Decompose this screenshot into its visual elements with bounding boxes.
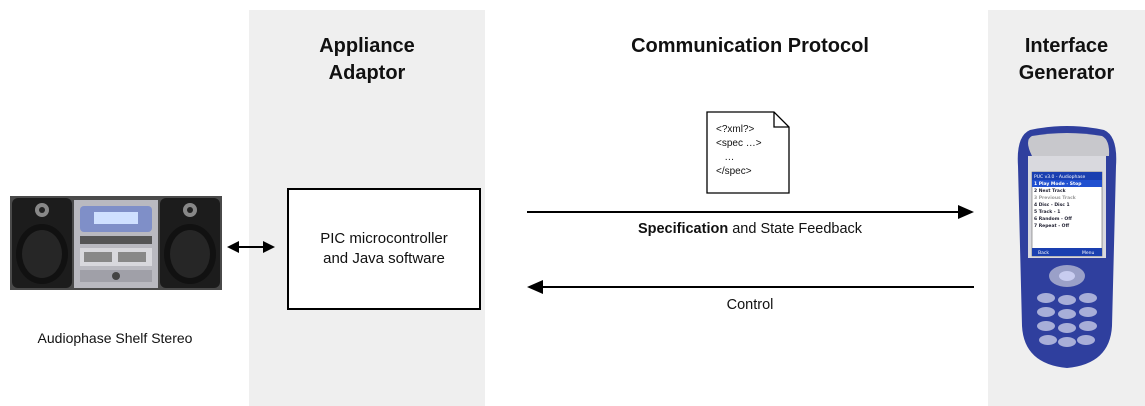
stereo-caption: Audiophase Shelf Stereo xyxy=(37,330,193,346)
svg-text:1 Play Mode - Stop: 1 Play Mode - Stop xyxy=(1034,181,1082,187)
svg-text:7 Repeat - Off: 7 Repeat - Off xyxy=(1034,223,1070,229)
svg-text:4 Disc - Disc 1: 4 Disc - Disc 1 xyxy=(1034,202,1070,208)
specification-arrow xyxy=(527,205,974,219)
svg-text:3 Previous Track: 3 Previous Track xyxy=(1034,195,1077,201)
interface-generator-heading: Interface Generator xyxy=(1018,35,1115,84)
svg-text:PUC v3.0 - Audiophase: PUC v3.0 - Audiophase xyxy=(1034,174,1085,180)
communication-protocol-heading: Communication Protocol xyxy=(631,35,869,57)
control-label: Control xyxy=(726,297,774,313)
svg-text:2 Next Track: 2 Next Track xyxy=(1034,188,1067,194)
control-arrow xyxy=(527,280,974,294)
svg-text:5 Track - 1: 5 Track - 1 xyxy=(1034,209,1060,215)
appliance-adaptor-heading: Appliance Adaptor xyxy=(319,35,415,84)
phone-photo: PUC v3.0 - Audiophase 1 Play Mode - Stop… xyxy=(1017,126,1117,368)
adaptor-box: PIC microcontroller and Java software xyxy=(287,188,481,310)
bidirectional-arrow xyxy=(227,241,275,253)
svg-text:Menu: Menu xyxy=(1082,250,1095,256)
stereo-photo xyxy=(10,196,222,290)
specification-label: Specification and State Feedback xyxy=(637,221,863,237)
document-icon xyxy=(706,111,790,194)
svg-text:Back: Back xyxy=(1038,250,1049,256)
svg-text:6 Random - Off: 6 Random - Off xyxy=(1034,216,1072,222)
document-text: <?xml?> <spec …> … </spec> xyxy=(716,124,762,177)
